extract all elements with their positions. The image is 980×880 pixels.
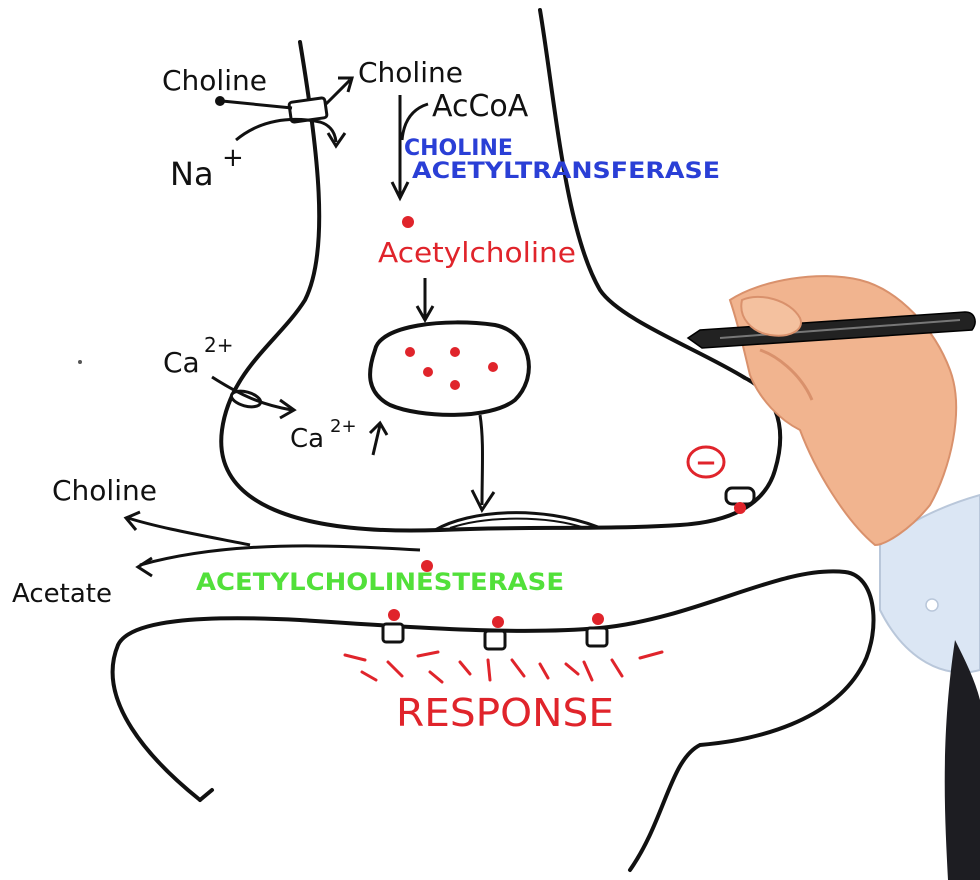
label-choline-acetyltransferase-2: ACETYLTRANSFERASE <box>412 159 720 184</box>
sodium-in-arrow <box>236 119 336 142</box>
label-calcium-outside-charge: 2+ <box>204 333 233 357</box>
label-calcium-inside-charge: 2+ <box>330 416 357 437</box>
label-calcium-outside: Ca <box>163 346 200 379</box>
presenter-hand <box>688 276 980 880</box>
exocytosis-arrow <box>480 415 483 505</box>
label-acetate-product: Acetate <box>12 579 112 609</box>
jacket-sleeve <box>945 640 980 880</box>
label-sodium-charge: + <box>222 143 244 173</box>
stray-dot <box>78 360 82 364</box>
label-acetylcholine: Acetylcholine <box>378 236 576 269</box>
acetylcholine-dot <box>402 216 414 228</box>
label-accoa: AcCoA <box>432 89 529 124</box>
vesicle-ach-dot <box>405 347 415 357</box>
choline-return-arrow <box>128 518 250 545</box>
hydrolysis-line <box>140 546 420 565</box>
vesicle-ach-dot <box>423 367 433 377</box>
label-sodium: Na <box>170 155 214 193</box>
label-choline-inside: Choline <box>358 56 463 89</box>
accoa-joining-line <box>402 104 428 140</box>
label-response: RESPONSE <box>396 691 614 735</box>
choline-uptake-line <box>222 101 292 108</box>
response-ticks <box>345 652 662 682</box>
autoreceptor <box>726 488 754 504</box>
postsynaptic-notch <box>200 790 212 800</box>
label-calcium-inside: Ca <box>290 424 324 454</box>
receptor-ach-dot <box>492 616 504 628</box>
vesicle-ach-dot <box>488 362 498 372</box>
postsynaptic-receptor <box>587 628 607 646</box>
label-choline-outside: Choline <box>162 64 267 97</box>
autoreceptor-ach-dot <box>734 502 746 514</box>
label-choline-product: Choline <box>52 474 157 507</box>
acetate-arrowhead <box>138 558 152 576</box>
receptor-ach-dot <box>592 613 604 625</box>
vesicle-ach-dot <box>450 347 460 357</box>
cuff-button-icon <box>926 599 938 611</box>
postsynaptic-receptor <box>383 624 403 642</box>
choline-out-arrow <box>326 80 350 104</box>
synaptic-vesicle <box>370 322 529 414</box>
vesicle-ach-dot <box>450 380 460 390</box>
receptor-ach-dot <box>388 609 400 621</box>
label-acetylcholinesterase: ACETYLCHOLINESTERASE <box>196 568 564 596</box>
postsynaptic-receptor <box>485 631 505 649</box>
label-choline-acetyltransferase-1: CHOLINE <box>404 136 513 161</box>
inhibition-sign: − <box>695 448 717 478</box>
